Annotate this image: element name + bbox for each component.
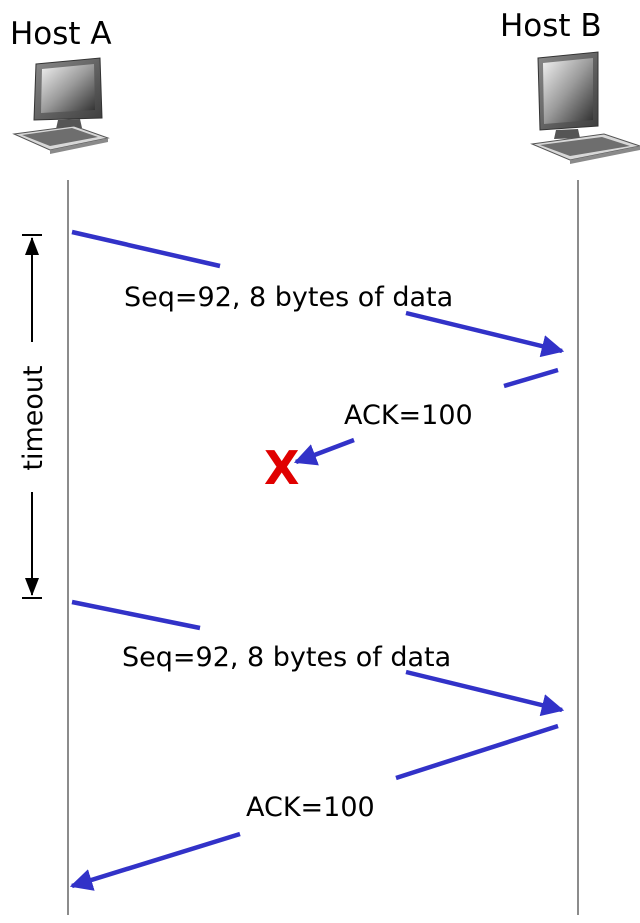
timeout-interval: timeout bbox=[18, 234, 49, 599]
segment-2-arrow-start bbox=[71, 599, 201, 631]
ack-1-arrow-start bbox=[503, 367, 559, 389]
ack-2-arrow-start bbox=[395, 723, 559, 781]
segment-2-arrow bbox=[405, 669, 565, 717]
message-segment-2: Seq=92, 8 bytes of data bbox=[71, 599, 565, 717]
message-ack-2: ACK=100 bbox=[69, 723, 559, 891]
segment-2-label: Seq=92, 8 bytes of data bbox=[122, 642, 451, 673]
ack-1-arrow bbox=[293, 437, 355, 466]
computer-icon bbox=[12, 57, 110, 154]
message-segment-1: Seq=92, 8 bytes of data bbox=[71, 229, 565, 358]
computer-icon bbox=[530, 51, 640, 164]
segment-1-arrow bbox=[405, 310, 565, 358]
ack-2-arrow bbox=[69, 831, 241, 891]
loss-marker-icon: X bbox=[264, 441, 299, 495]
host-b-label: Host B bbox=[500, 8, 602, 44]
segment-1-label: Seq=92, 8 bytes of data bbox=[124, 282, 453, 313]
ack-1-label: ACK=100 bbox=[344, 400, 473, 431]
ack-2-label: ACK=100 bbox=[246, 792, 375, 823]
host-a-label: Host A bbox=[10, 16, 112, 52]
segment-1-arrow-start bbox=[71, 229, 221, 269]
timeout-label: timeout bbox=[18, 365, 49, 470]
message-ack-1: ACK=100 X bbox=[264, 367, 559, 495]
